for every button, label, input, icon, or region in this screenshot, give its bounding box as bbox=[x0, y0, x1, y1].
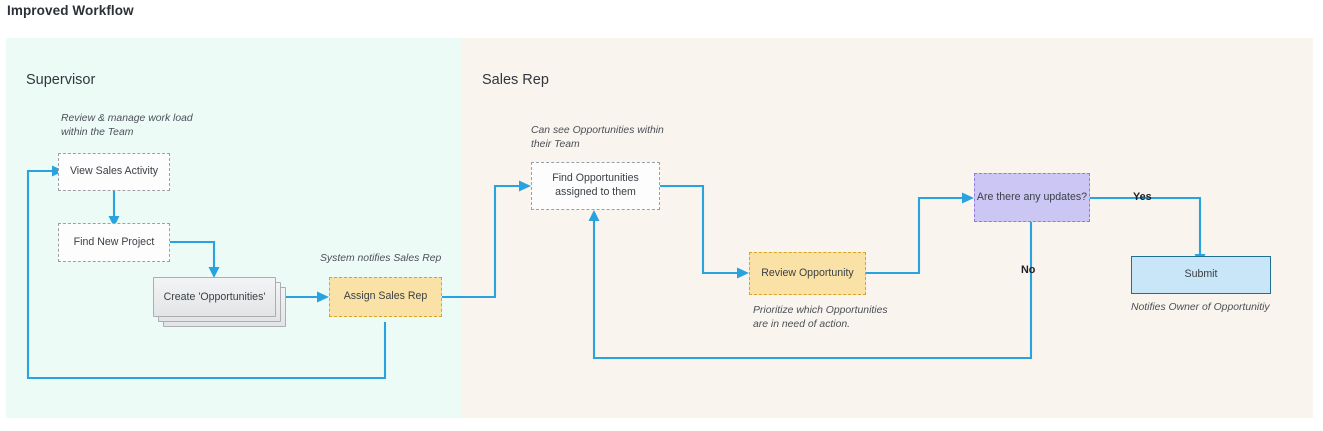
node-create-opportunities[interactable]: Create 'Opportunities' bbox=[153, 277, 286, 327]
annotation-system-notifies: System notifies Sales Rep bbox=[320, 253, 442, 264]
node-assign-sales-rep[interactable]: Assign Sales Rep bbox=[329, 277, 442, 317]
swimlane-sales-rep: Sales Rep bbox=[462, 38, 1313, 418]
swimlane-supervisor-label: Supervisor bbox=[26, 72, 96, 88]
node-assign-sales-rep-label: Assign Sales Rep bbox=[343, 290, 428, 303]
node-submit-label: Submit bbox=[1184, 268, 1218, 281]
annotation-notifies-owner: Notifies Owner of Opportunitiy bbox=[1131, 302, 1270, 313]
node-are-there-any-updates-label: Are there any updates? bbox=[976, 190, 1088, 203]
node-find-opportunities[interactable]: Find Opportunities assigned to them bbox=[531, 162, 660, 210]
annotation-can-see-opportunities: Can see Opportunities within their Team bbox=[531, 125, 664, 151]
node-find-opportunities-label: Find Opportunities assigned to them bbox=[552, 172, 639, 198]
node-find-new-project[interactable]: Find New Project bbox=[58, 223, 170, 262]
node-view-sales-activity-label: View Sales Activity bbox=[69, 165, 159, 178]
swimlane-sales-rep-label: Sales Rep bbox=[482, 72, 549, 88]
node-review-opportunity-label: Review Opportunity bbox=[761, 266, 854, 279]
annotation-prioritize: Prioritize which Opportunities are in ne… bbox=[753, 305, 888, 331]
node-are-there-any-updates[interactable]: Are there any updates? bbox=[974, 173, 1090, 222]
node-view-sales-activity[interactable]: View Sales Activity bbox=[58, 153, 170, 191]
node-review-opportunity[interactable]: Review Opportunity bbox=[749, 252, 866, 295]
annotation-review-manage: Review & manage work load within the Tea… bbox=[61, 113, 193, 139]
edge-label-no: No bbox=[1021, 264, 1036, 276]
node-find-new-project-label: Find New Project bbox=[73, 235, 155, 248]
node-submit[interactable]: Submit bbox=[1131, 256, 1271, 294]
edge-label-yes: Yes bbox=[1133, 191, 1152, 203]
page-title: Improved Workflow bbox=[7, 3, 134, 18]
node-create-opportunities-label: Create 'Opportunities' bbox=[163, 291, 266, 303]
